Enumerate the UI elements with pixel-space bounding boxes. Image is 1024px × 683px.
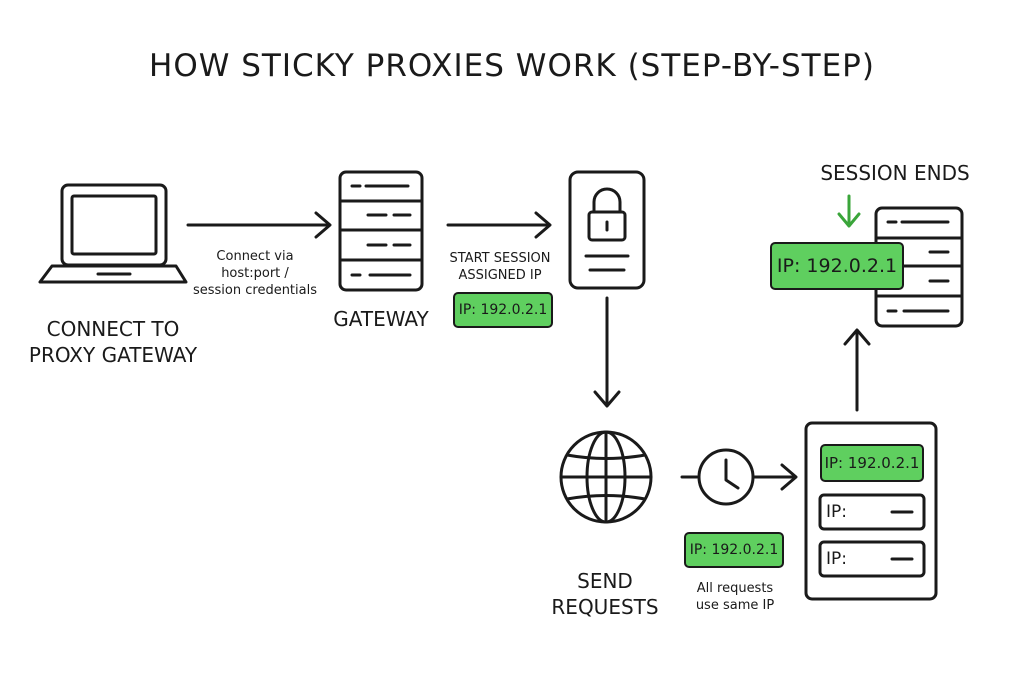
request-slot-3: IP: bbox=[826, 549, 847, 569]
send-requests-line2: REQUESTS bbox=[551, 595, 659, 619]
connect-label-line2: PROXY GATEWAY bbox=[28, 343, 198, 367]
arrow-start-session bbox=[446, 211, 552, 239]
send-requests-label: SEND REQUESTS bbox=[540, 568, 670, 620]
session-end-arrow-icon bbox=[837, 194, 861, 228]
connect-note-line1: Connect via bbox=[216, 249, 294, 264]
connect-label-line1: CONNECT TO bbox=[46, 317, 180, 341]
arrow-connect bbox=[186, 211, 332, 239]
gateway-label: GATEWAY bbox=[333, 307, 429, 331]
arrow-up-session-end bbox=[843, 328, 871, 412]
request-slot-2: IP: bbox=[826, 502, 847, 522]
same-ip-badge: IP: 192.0.2.1 bbox=[684, 532, 784, 568]
start-session-line1: START SESSION bbox=[449, 251, 551, 266]
connect-note-line3: session credentials bbox=[192, 283, 317, 298]
server-icon bbox=[338, 170, 424, 292]
connect-note: Connect via host:port / session credenti… bbox=[180, 248, 330, 299]
arrow-down-requests bbox=[593, 296, 621, 408]
request-slot-1: IP: 192.0.2.1 bbox=[820, 444, 924, 482]
session-ip-badge: IP: 192.0.2.1 bbox=[453, 292, 553, 328]
arrow-to-request-list bbox=[752, 463, 798, 491]
same-ip-note-line2: use same IP bbox=[695, 598, 775, 613]
start-session-line2: ASSIGNED IP bbox=[458, 268, 542, 283]
laptop-icon bbox=[38, 183, 188, 284]
request-list-panel bbox=[804, 421, 938, 601]
clock-icon bbox=[697, 448, 755, 506]
lock-phone-icon bbox=[568, 170, 646, 290]
send-requests-line1: SEND bbox=[577, 569, 633, 593]
session-ends-label: SESSION ENDS bbox=[820, 161, 970, 185]
globe-icon bbox=[559, 430, 653, 524]
connect-label: CONNECT TO PROXY GATEWAY bbox=[18, 316, 208, 368]
same-ip-note: All requests use same IP bbox=[672, 580, 798, 614]
connect-note-line2: host:port / bbox=[221, 266, 289, 281]
same-ip-note-line1: All requests bbox=[696, 581, 774, 596]
start-session-label: START SESSION ASSIGNED IP bbox=[440, 250, 560, 284]
page-title: HOW STICKY PROXIES WORK (STEP-BY-STEP) bbox=[149, 48, 875, 84]
session-end-ip-badge: IP: 192.0.2.1 bbox=[770, 242, 904, 290]
